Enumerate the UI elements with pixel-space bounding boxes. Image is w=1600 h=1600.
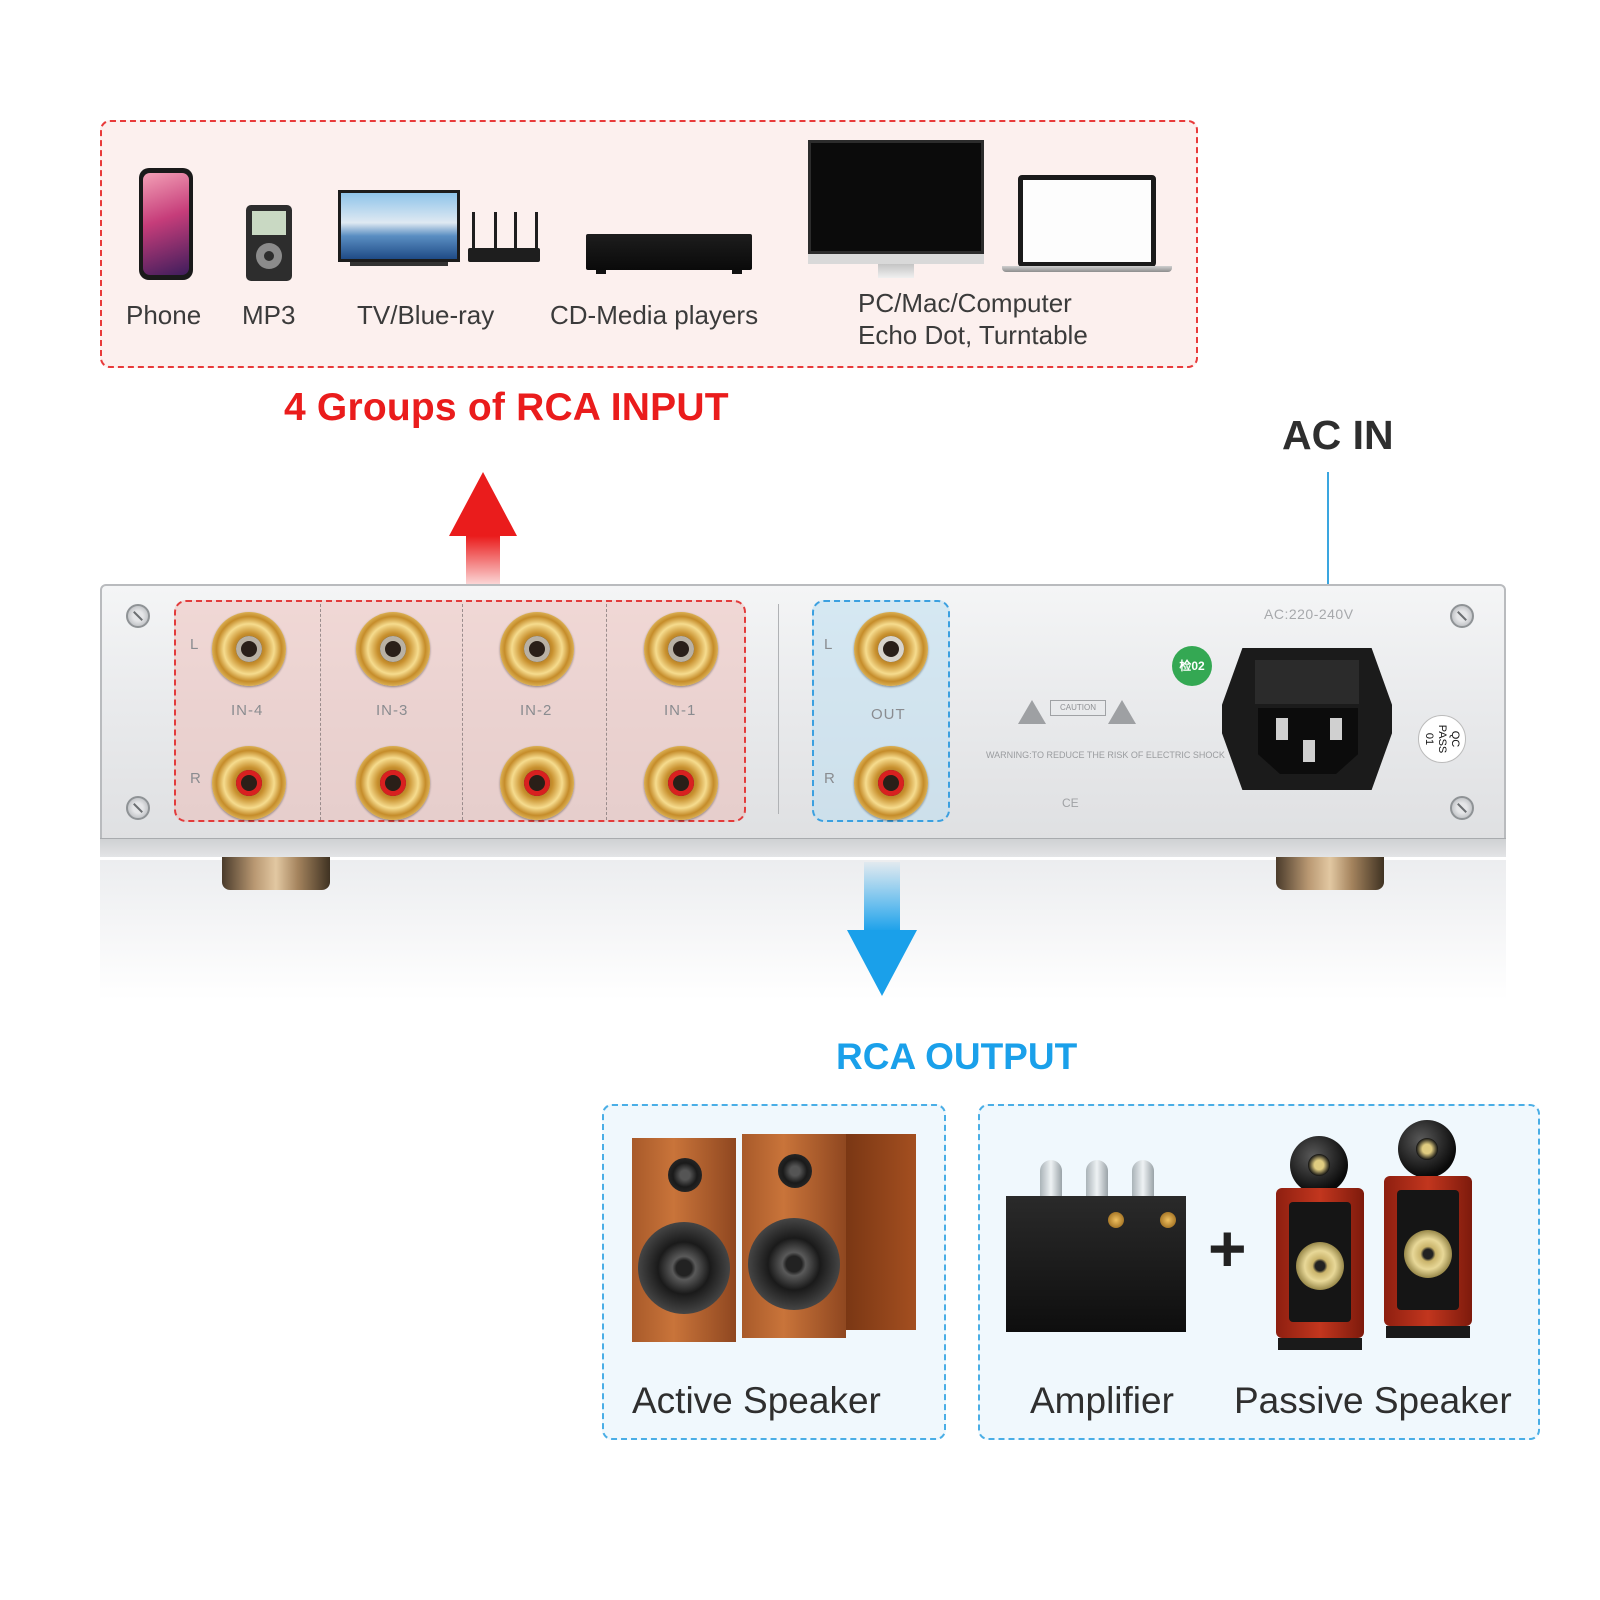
tweeter-icon	[668, 1158, 702, 1192]
socket-pin	[1330, 718, 1342, 740]
rca-jack-in3-left[interactable]	[356, 612, 430, 686]
monitor-image	[808, 140, 984, 254]
source-label-mp3: MP3	[242, 300, 296, 330]
rca-jack-in1-left[interactable]	[644, 612, 718, 686]
arrow-down-shaft	[864, 862, 900, 932]
output-left-label: L	[824, 636, 834, 653]
socket-pin	[1276, 718, 1288, 740]
tv-image	[338, 190, 460, 262]
arrow-down-icon	[847, 930, 917, 996]
router-antenna	[472, 212, 475, 250]
mp3-screen	[252, 211, 286, 235]
voltage-label: AC:220-240V	[1264, 606, 1354, 622]
tube-amplifier-image	[1006, 1196, 1186, 1332]
tweeter-icon	[1416, 1138, 1438, 1160]
rca-jack-out-left[interactable]	[854, 612, 928, 686]
caution-box: CAUTION	[1050, 700, 1106, 716]
input-label-in2: IN-2	[520, 702, 553, 719]
router-image	[468, 248, 540, 262]
active-speaker-label: Active Speaker	[632, 1380, 881, 1421]
socket-pin	[1303, 740, 1315, 762]
router-antenna	[514, 212, 517, 250]
input-divider	[462, 604, 463, 820]
source-label-tv: TV/Blue-ray	[357, 300, 495, 330]
channel-right-label: R	[190, 770, 202, 787]
channel-left-label: L	[190, 636, 200, 653]
speaker-cabinet-side	[846, 1134, 916, 1330]
chassis-bottom-edge	[100, 838, 1506, 857]
inspection-sticker: 检02	[1172, 646, 1212, 686]
monitor-chin	[808, 254, 984, 264]
phone-image	[139, 168, 193, 280]
rca-jack-in2-right[interactable]	[500, 746, 574, 820]
screw-icon	[1450, 796, 1474, 820]
screw-icon	[126, 796, 150, 820]
passive-speaker-label: Passive Speaker	[1234, 1380, 1512, 1421]
qc-line-3: 01	[1423, 732, 1435, 746]
source-label-pc: PC/Mac/Computer	[858, 288, 1072, 318]
input-divider	[320, 604, 321, 820]
output-label: OUT	[871, 706, 906, 723]
screw-icon	[1450, 604, 1474, 628]
laptop-image	[1018, 175, 1156, 267]
vacuum-tube	[1040, 1160, 1062, 1202]
router-antenna	[494, 212, 497, 250]
woofer-icon	[748, 1218, 840, 1310]
input-divider	[606, 604, 607, 820]
arrow-up-icon	[449, 472, 517, 536]
caution-label: CAUTION	[1060, 703, 1096, 712]
amp-knob	[1108, 1212, 1124, 1228]
output-divider	[778, 604, 779, 814]
ac-in-heading: AC IN	[1282, 412, 1394, 458]
speaker-stand	[1278, 1338, 1362, 1350]
warning-text: WARNING:TO REDUCE THE RISK OF ELECTRIC S…	[986, 750, 1225, 760]
tweeter-icon	[778, 1154, 812, 1188]
rca-jack-in3-right[interactable]	[356, 746, 430, 820]
vacuum-tube	[1086, 1160, 1108, 1202]
ac-in-leader-line	[1327, 472, 1329, 648]
amp-knob	[1160, 1212, 1176, 1228]
rca-input-heading: 4 Groups of RCA INPUT	[284, 386, 729, 429]
source-label-echo: Echo Dot, Turntable	[858, 320, 1088, 350]
monitor-stand	[878, 264, 914, 278]
ce-mark: CE	[1062, 796, 1079, 810]
amplifier-label: Amplifier	[1030, 1380, 1174, 1421]
tv-stand	[350, 262, 448, 266]
rca-jack-out-right[interactable]	[854, 746, 928, 820]
speaker-stand	[1386, 1326, 1470, 1338]
rca-jack-in4-right[interactable]	[212, 746, 286, 820]
woofer-icon	[1404, 1230, 1452, 1278]
screw-icon	[126, 604, 150, 628]
rca-jack-in1-right[interactable]	[644, 746, 718, 820]
cd-player-image	[586, 234, 752, 270]
source-label-phone: Phone	[126, 300, 202, 330]
input-label-in4: IN-4	[231, 702, 264, 719]
rca-output-heading: RCA OUTPUT	[836, 1036, 1078, 1077]
woofer-icon	[638, 1222, 730, 1314]
warning-triangle-icon	[1108, 700, 1136, 724]
cd-player-feet	[596, 270, 742, 274]
router-antenna	[535, 212, 538, 250]
source-label-cd: CD-Media players	[550, 300, 759, 330]
qc-line-2: PASS	[1436, 724, 1448, 754]
input-label-in1: IN-1	[664, 702, 697, 719]
chassis-reflection	[100, 860, 1506, 1000]
qc-line-1: QC	[1449, 730, 1461, 748]
rca-jack-in4-left[interactable]	[212, 612, 286, 686]
arrow-up-shaft	[466, 536, 500, 592]
woofer-icon	[1296, 1242, 1344, 1290]
mp3-click-wheel	[256, 243, 282, 269]
fuse-holder	[1255, 660, 1359, 704]
tweeter-icon	[1308, 1154, 1330, 1176]
vacuum-tube	[1132, 1160, 1154, 1202]
warning-triangle-icon	[1018, 700, 1046, 724]
plus-icon: +	[1208, 1211, 1247, 1285]
inspection-sticker-text: 检02	[1179, 659, 1205, 673]
input-label-in3: IN-3	[376, 702, 409, 719]
rca-jack-in2-left[interactable]	[500, 612, 574, 686]
laptop-base	[1002, 266, 1172, 272]
output-right-label: R	[824, 770, 836, 787]
qc-pass-sticker: QC PASS 01	[1418, 715, 1466, 763]
